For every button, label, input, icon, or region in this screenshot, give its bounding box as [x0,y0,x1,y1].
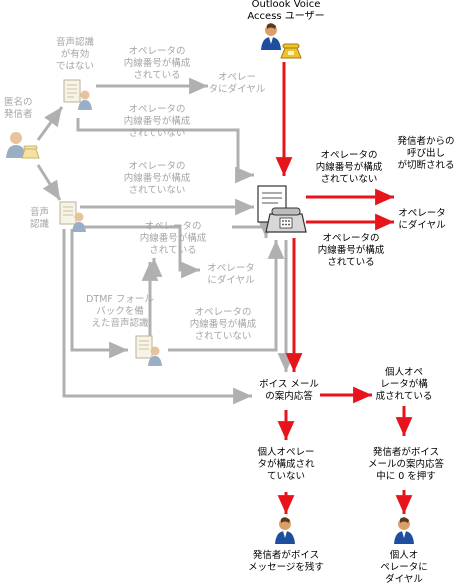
personal-op-user-icon [394,517,414,544]
asr-op-configured-label: オペレータの 内線番号が構成 されている [139,221,207,256]
mid-op-not-configured-label: オペレータの 内線番号が構成 されていない [123,161,191,196]
dial-personal-op-label: 個人オ ペレータに ダイヤル [380,550,428,585]
leave-message-user-icon [275,517,295,544]
asr-disabled-user-icon [78,90,92,110]
personal-op-configured-label: 個人オペ レータが構 成されている [375,367,433,402]
ova-user-label: Outlook Voice Access ユーザー [247,0,325,22]
dtmf-fallback-label: DTMF フォール バックを備 えた音声認識 [86,294,154,329]
dtmf-user-icon [148,346,162,366]
voicemail-phone-icon [265,207,307,233]
anon-to-asr-disabled-arrow [36,106,64,141]
anon-caller-icon [6,132,26,158]
anon-caller-label: 匿名の 発信者 [4,97,33,120]
caller-disconnected-label: 発信者からの 呼び出し が切断される [397,136,455,171]
anon-phone-icon [21,145,40,159]
personal-op-not-configured-label: 個人オペレー タが構成され ていない [257,447,315,482]
dial-op-right-label: オペレータ にダイヤル [398,208,446,231]
asr-to-voicemail-arrow [62,229,252,405]
asr-user-icon [72,212,86,232]
dtmf-to-hub-arrow [168,239,285,352]
red-op-configured-label: オペレータの 内線番号が構成 されている [317,233,385,268]
top-op-configured-label: オペレータの 内線番号が構成 されている [123,46,191,81]
top-op-not-configured-label: オペレータの 内線番号が構成 されていない [123,104,191,139]
red-op-not-configured-label: オペレータの 内線番号が構成 されていない [315,150,383,185]
dtmf-op-not-configured-label: オペレータの 内線番号が構成 されていない [189,307,257,342]
asr-label: 音声 認識 [30,207,50,230]
asr-disabled-to-hub-arrow [76,118,254,184]
ova-user-icon [261,23,281,50]
asr-disabled-document-icon [63,79,81,103]
asr-document-icon [59,201,77,225]
caller-presses-zero-label: 発信者がボイス メールの案内応答 中に 0 を押す [367,447,444,482]
asr-disabled-label: 音声認識 が有効 ではない [55,37,94,72]
phone-icon [280,43,302,59]
asr-to-hub-loop-arrow [232,219,275,238]
caller-leaves-message-label: 発信者がボイス メッセージを残す [248,550,324,573]
dial-op-asr-label: オペレータ にダイヤル [207,263,255,286]
voicemail-prompt-label: ボイス メール の案内応答 [259,379,319,402]
asr-to-dial-op-mid-arrow [80,225,200,279]
dial-op-top-label: オペレー タにダイヤル [208,72,266,95]
asr-to-dtmf-arrow [70,229,128,359]
anon-to-asr-arrow [36,164,62,201]
dtmf-document-icon [135,335,153,359]
